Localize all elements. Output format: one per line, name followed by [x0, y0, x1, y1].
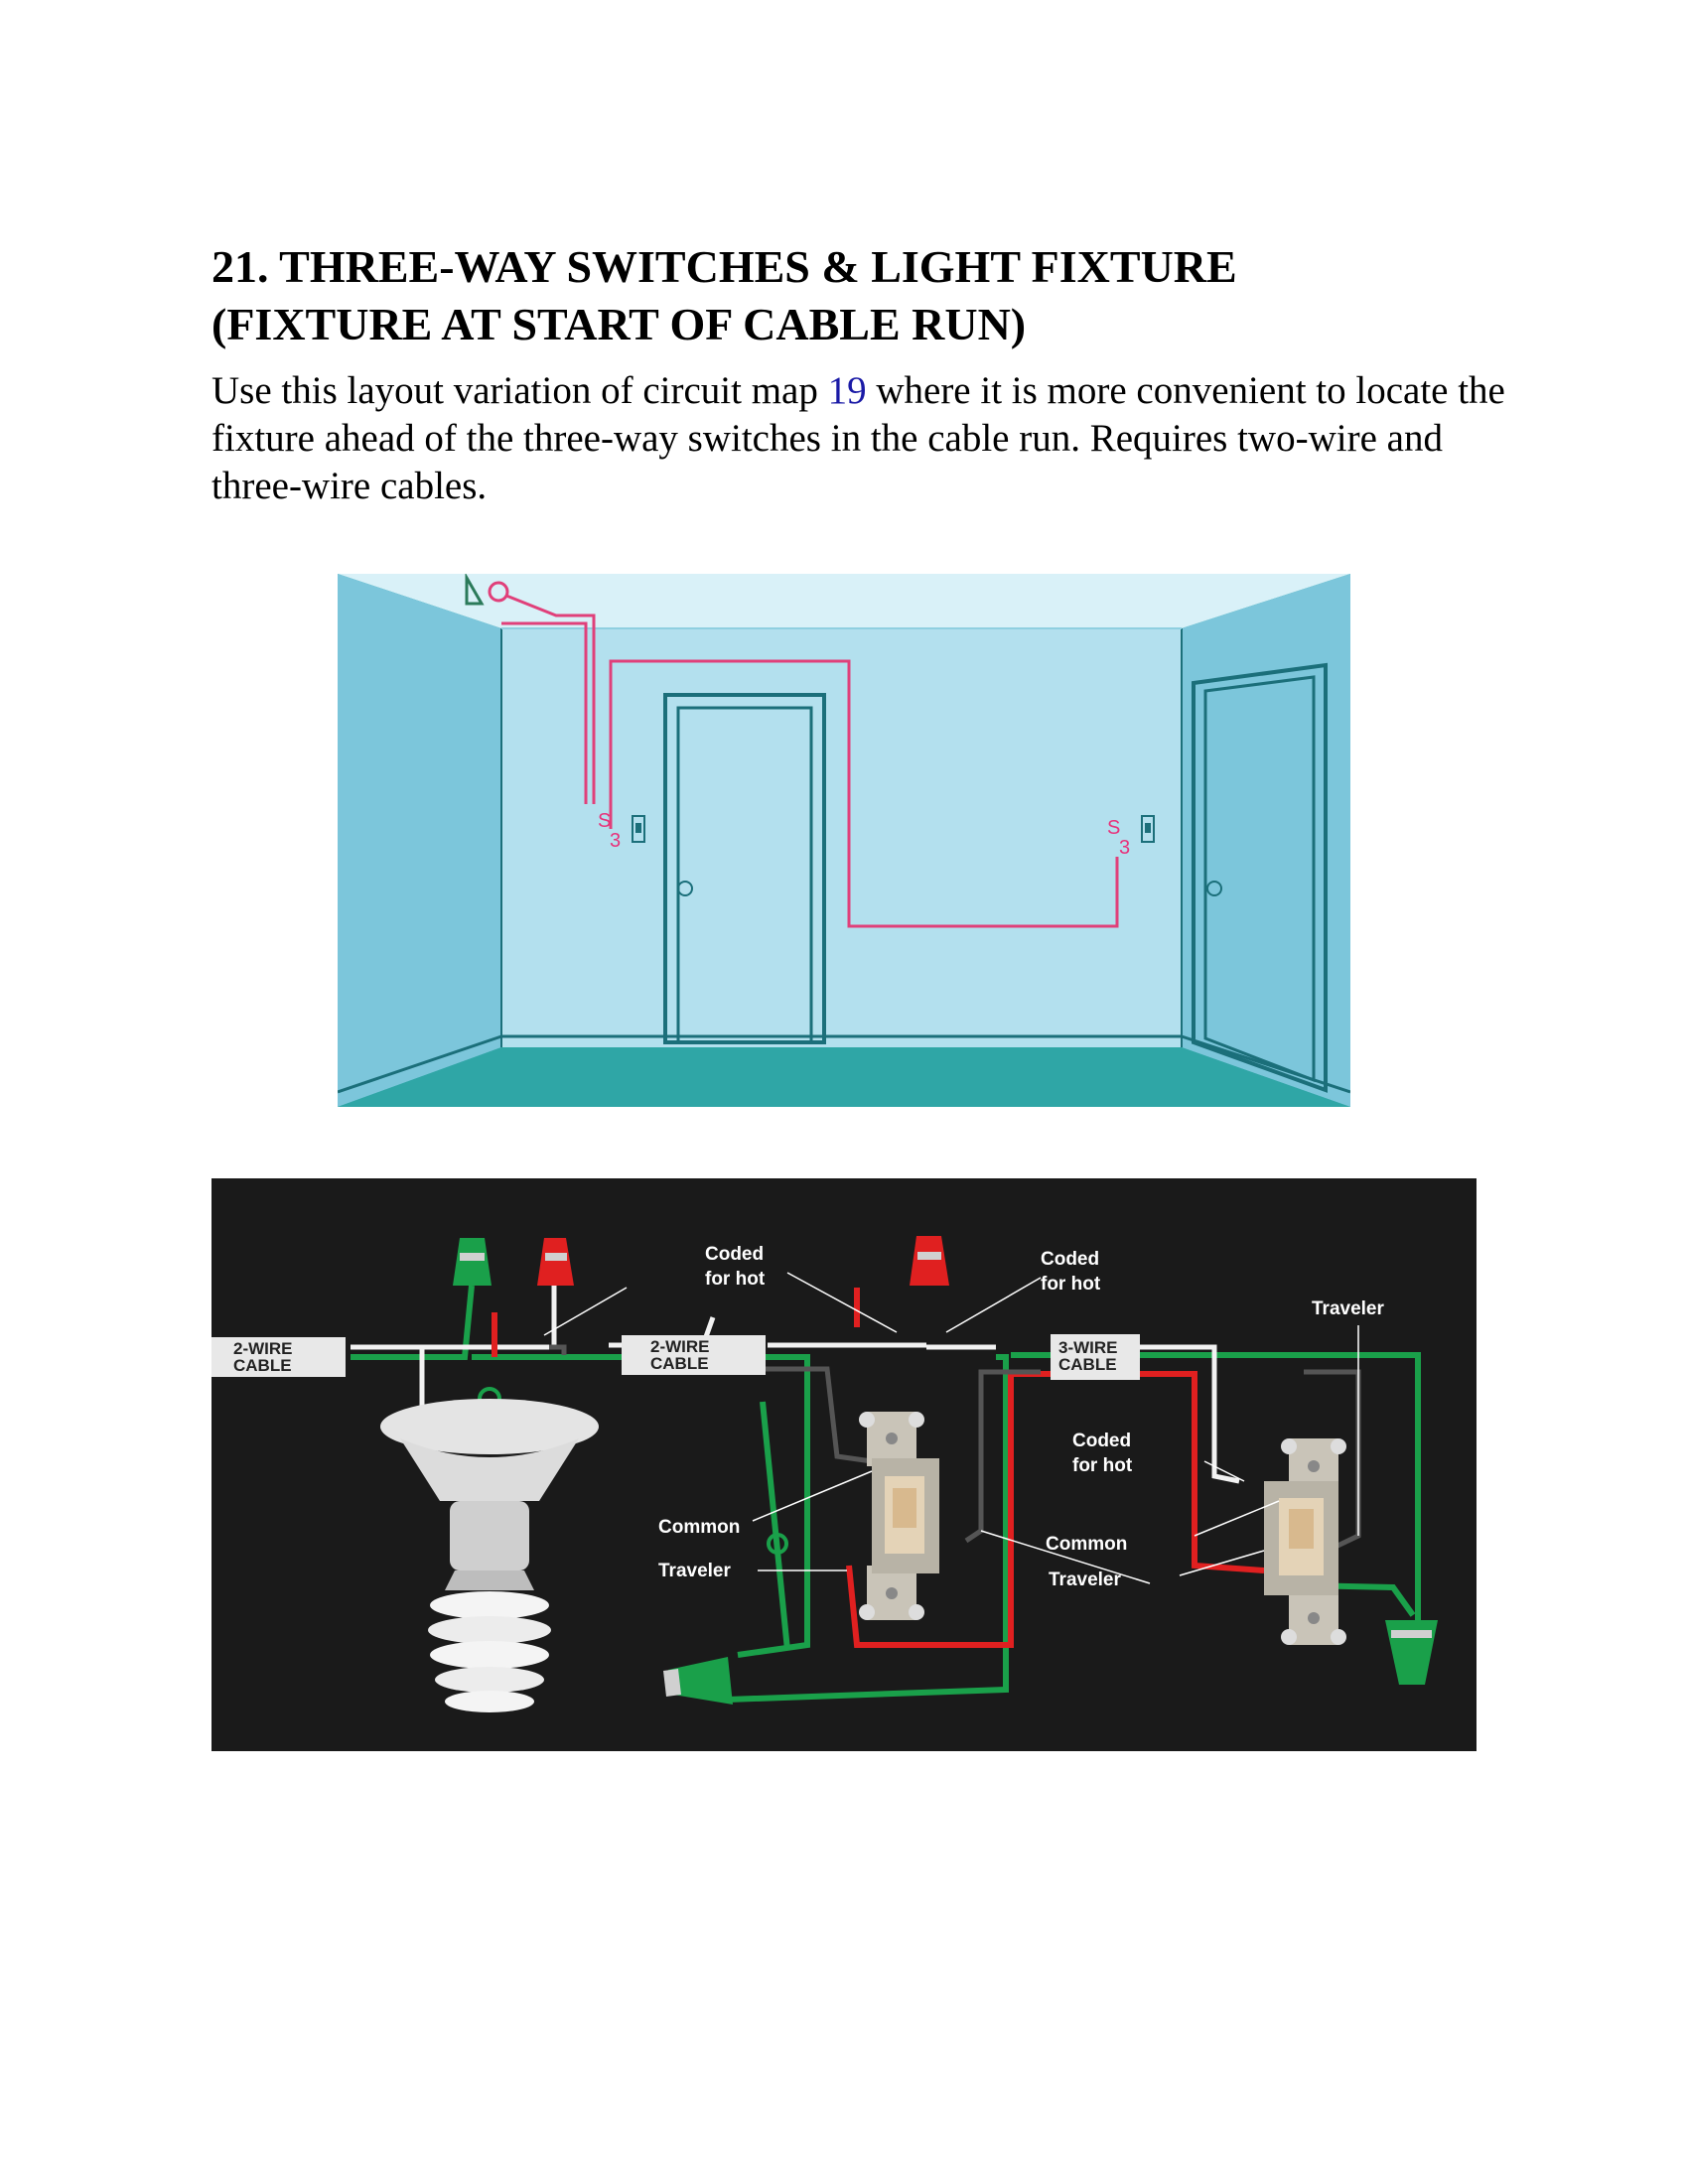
ground-screw-box [767, 1533, 788, 1555]
svg-text:S: S [598, 810, 611, 832]
title-line-1: 21. THREE-WAY SWITCHES & LIGHT FIXTURE [211, 241, 1237, 292]
label-common-2: Common [1046, 1534, 1127, 1555]
svg-text:Coded: Coded [705, 1244, 764, 1265]
label-leader-lines [543, 1272, 1359, 1584]
label-traveler-top: Traveler [1312, 1298, 1384, 1319]
page-title: 21. THREE-WAY SWITCHES & LIGHT FIXTURE (… [211, 238, 1522, 353]
three-way-switch-1 [859, 1412, 939, 1620]
svg-text:3-WIRE: 3-WIRE [1058, 1338, 1118, 1357]
label-common-1: Common [658, 1517, 740, 1538]
room-layout-illustration: S 3 S 3 [338, 574, 1350, 1107]
intro-text-end: where it is more convenient to locate th… [211, 369, 1505, 507]
wire-nut-green-right [1385, 1620, 1438, 1685]
svg-text:for hot: for hot [705, 1269, 766, 1290]
intro-text-start: Use this layout variation of circuit map [211, 369, 828, 412]
cable-left: 2-WIRE CABLE [211, 1337, 346, 1377]
intro-paragraph: Use this layout variation of circuit map… [211, 367, 1522, 510]
wire-nut-green-bottom [663, 1657, 733, 1705]
title-line-2: (FIXTURE AT START OF CABLE RUN) [211, 299, 1027, 349]
svg-text:2-WIRE: 2-WIRE [233, 1339, 293, 1358]
ceiling-fixture-symbol [465, 574, 509, 606]
cable-right: 3-WIRE CABLE [1051, 1334, 1140, 1380]
back-door [663, 693, 826, 1044]
svg-text:3: 3 [610, 830, 621, 852]
svg-text:Coded: Coded [1041, 1249, 1099, 1270]
wire-nut-green-top [453, 1238, 492, 1286]
svg-text:2-WIRE: 2-WIRE [650, 1337, 710, 1356]
label-traveler-2: Traveler [1049, 1570, 1121, 1590]
switch-symbol-right: S 3 [1107, 815, 1155, 859]
wire-nut-red-center [910, 1236, 949, 1286]
svg-text:S: S [1107, 817, 1120, 839]
light-fixture [380, 1399, 599, 1712]
side-door [1192, 662, 1328, 1093]
svg-text:3: 3 [1119, 837, 1130, 859]
label-coded-hot-3: Coded for hot [1072, 1431, 1133, 1476]
switch-symbol-left: S 3 [598, 810, 645, 852]
circuit-map-link[interactable]: 19 [827, 369, 867, 412]
svg-text:CABLE: CABLE [1058, 1355, 1117, 1374]
label-traveler-1: Traveler [658, 1561, 731, 1581]
label-coded-hot-1: Coded for hot [705, 1244, 766, 1290]
svg-text:CABLE: CABLE [650, 1354, 709, 1373]
svg-text:Coded: Coded [1072, 1431, 1131, 1451]
cable-mid: 2-WIRE CABLE [622, 1335, 766, 1375]
three-way-switch-2 [1264, 1438, 1346, 1645]
wire-nut-red-left [537, 1238, 574, 1286]
svg-text:for hot: for hot [1041, 1274, 1101, 1295]
svg-text:CABLE: CABLE [233, 1356, 292, 1375]
label-coded-hot-2: Coded for hot [1041, 1249, 1101, 1295]
cable-run-lines [501, 594, 1119, 928]
wiring-diagram: 2-WIRE CABLE 2-WIRE CABLE 3-WIRE CABLE [211, 1178, 1477, 1751]
svg-text:for hot: for hot [1072, 1455, 1133, 1476]
